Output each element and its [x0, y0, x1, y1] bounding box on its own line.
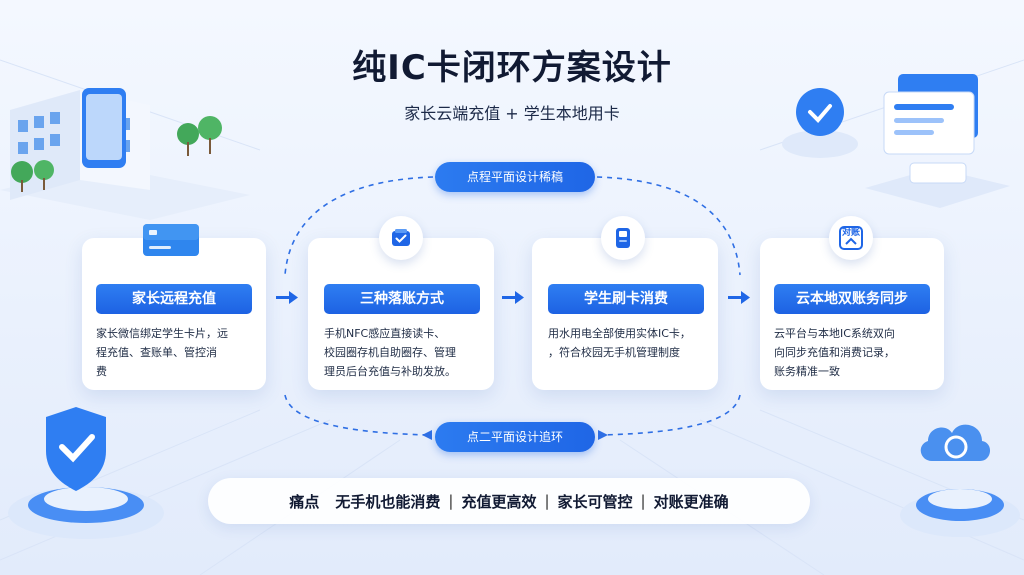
loop-top-label: 点程平面设计稀稿 — [435, 162, 595, 192]
step-card-posting-methods: 三种落账方式 手机NFC感应直接读卡、 校园圈存机自助圈存、管理 理员后台充值与… — [308, 238, 494, 390]
bank-card-icon — [141, 222, 201, 262]
reconcile-icon: 对账 — [829, 216, 873, 260]
page-subtitle: 家长云端充值 + 学生本地用卡 — [404, 104, 620, 123]
loop-bottom-label: 点二平面设计追环 — [435, 422, 595, 452]
step-title: 家长远程充值 — [96, 284, 252, 314]
step-description: 手机NFC感应直接读卡、 校园圈存机自助圈存、管理 理员后台充值与补助发放。 — [324, 327, 456, 378]
payment-dashboard-illustration — [782, 74, 1010, 208]
pain-point-item: 无手机也能消费 — [335, 492, 441, 511]
step-description: 云平台与本地IC系统双向 向同步充值和消费记录， 账务精准一致 — [774, 327, 895, 378]
step-description: 家长微信绑定学生卡片，远 程充值、查账单、管控消 费 — [96, 327, 228, 378]
security-shield-illustration — [8, 407, 164, 539]
pain-points-label: 痛点 — [289, 492, 320, 511]
step-card-parent-recharge: 家长远程充值 家长微信绑定学生卡片，远 程充值、查账单、管控消 费 — [82, 238, 266, 390]
step-card-student-swipe: 学生刷卡消费 用水用电全部使用实体IC卡， ，符合校园无手机管理制度 — [532, 238, 718, 390]
cloud-service-illustration — [900, 424, 1020, 537]
pain-point-item: 充值更高效 — [461, 492, 537, 511]
step-title: 云本地双账务同步 — [774, 284, 930, 314]
pain-point-item: 家长可管控 — [557, 492, 633, 511]
loop-arrowhead-right — [598, 430, 608, 440]
pain-points-bar: 痛点 无手机也能消费 | 充值更高效 | 家长可管控 | 对账更准确 — [208, 478, 810, 524]
card-reader-icon — [601, 216, 645, 260]
step-title: 学生刷卡消费 — [548, 284, 704, 314]
step-card-dual-sync: 云本地双账务同步 云平台与本地IC系统双向 向同步充值和消费记录， 账务精准一致 — [760, 238, 944, 390]
loop-arrowhead-left — [422, 430, 432, 440]
reconcile-icon-label: 对账 — [841, 228, 860, 238]
pain-point-separator: | — [544, 492, 550, 510]
page-title: 纯IC卡闭环方案设计 — [352, 48, 672, 88]
pain-point-separator: | — [640, 492, 646, 510]
pain-point-separator: | — [448, 492, 454, 510]
loop-top-right-arc — [596, 176, 741, 276]
loop-bottom-left-arc — [284, 394, 431, 436]
school-building-illustration — [0, 88, 250, 220]
step-description: 用水用电全部使用实体IC卡， ，符合校园无手机管理制度 — [548, 327, 691, 359]
step-title: 三种落账方式 — [324, 284, 480, 314]
pain-point-item: 对账更准确 — [653, 492, 729, 511]
loop-bottom-right-arc — [599, 394, 741, 436]
wallet-check-icon — [379, 216, 423, 260]
loop-top-left-arc — [284, 176, 434, 276]
